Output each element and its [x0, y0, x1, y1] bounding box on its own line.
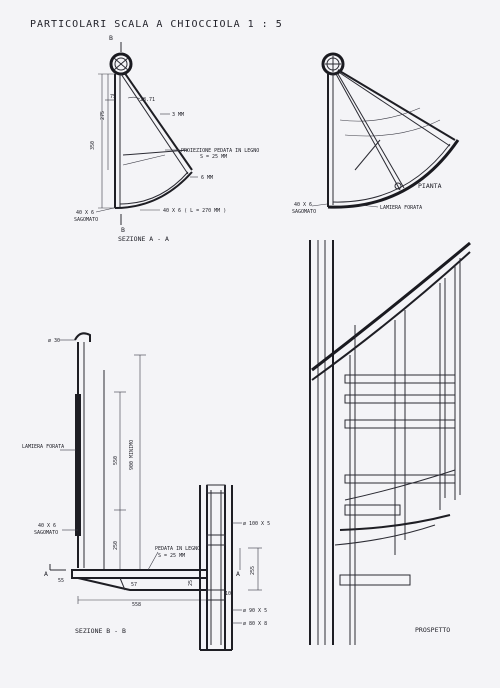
- section-bb-dim-255: 255: [250, 566, 256, 575]
- section-aa-dim-75: 75: [110, 94, 116, 100]
- section-bb-dim-558: 558: [132, 602, 141, 608]
- section-bb-marker-a-left: A: [44, 570, 48, 578]
- section-bb-label: SEZIONE B - B: [75, 627, 126, 635]
- section-bb: ø 30 LAMIERA FORATA 40 X 6 SAGOMATO 900 …: [22, 332, 270, 651]
- section-bb-perforated-sheet: [75, 394, 81, 536]
- section-bb-tread-label: PEDATA IN LEGNO: [155, 546, 200, 552]
- plan-outer-arc: [327, 139, 460, 209]
- section-aa-note-6mm: 6 MM: [201, 175, 213, 181]
- section-bb-phi30: ø 30: [48, 338, 60, 344]
- section-bb-handrail: [74, 332, 91, 342]
- section-bb-tread-thickness: S = 25 MM: [158, 553, 185, 559]
- section-bb-perforated-sheet-label: LAMIERA FORATA: [22, 444, 64, 450]
- section-aa-marker-bottom: B: [121, 226, 125, 234]
- section-bb-dim-900: 900 MINIMO: [129, 440, 135, 470]
- section-bb-flat-bar-shaped: SAGOMATO: [34, 530, 58, 536]
- section-bb-tube-top: ø 100 X 5: [243, 521, 270, 527]
- section-aa-note-3mm: 3 MM: [172, 112, 184, 118]
- plan-flat-bar-shaped: SAGOMATO: [292, 209, 316, 215]
- plan-flat-bar: 40 X 6: [294, 202, 312, 208]
- section-aa-dim-275: 275: [100, 111, 106, 120]
- section-bb-dim-10: 10: [225, 591, 231, 597]
- plan-view: PIANTA 40 X 6 SAGOMATO LAMIERA FORATA: [292, 52, 460, 215]
- section-aa-arc: [114, 171, 193, 209]
- section-bb-marker-a-right: A: [236, 570, 240, 578]
- section-aa-bar-length: 40 X 6 ( L = 270 MM ): [163, 208, 226, 214]
- section-aa-flat-bar-shaped: SAGOMATO: [74, 217, 98, 223]
- elevation-label: PROSPETTO: [415, 626, 450, 634]
- section-aa-dim-350: 350: [90, 141, 96, 150]
- section-aa-flat-bar: 40 X 6: [76, 210, 94, 216]
- elevation-handrail: [311, 241, 471, 372]
- section-bb-wooden-tread: [71, 569, 208, 579]
- section-aa-angle: 28.71: [140, 97, 155, 103]
- section-aa-label: SEZIONE A - A: [118, 235, 169, 243]
- section-aa-marker-top: B: [109, 34, 113, 42]
- section-bb-dim-55: 55: [58, 578, 64, 584]
- elevation-view: PROSPETTO: [309, 240, 471, 645]
- section-bb-dim-57: 57: [131, 582, 137, 588]
- drawing-title: PARTICOLARI SCALA A CHIOCCIOLA 1 : 5: [30, 19, 283, 30]
- section-bb-tube-bottom: ø 80 X 8: [243, 621, 267, 627]
- plan-perforated-sheet: LAMIERA FORATA: [380, 205, 422, 211]
- section-aa: 350 275 75 28.71 3 MM PROIEZIONE PEDATA …: [74, 34, 259, 243]
- plan-label: PIANTA: [418, 182, 442, 190]
- section-bb-dim-550: 550: [113, 456, 119, 465]
- section-bb-dim-250: 250: [113, 541, 119, 550]
- section-bb-dim-25: 25: [188, 580, 194, 586]
- section-bb-flat-bar: 40 X 6: [38, 523, 56, 529]
- section-aa-note-s25: S = 25 MM: [200, 154, 227, 160]
- section-bb-tube-mid: ø 90 X 5: [243, 608, 267, 614]
- section-aa-note-projection: PROIEZIONE PEDATA IN LEGNO: [181, 148, 259, 154]
